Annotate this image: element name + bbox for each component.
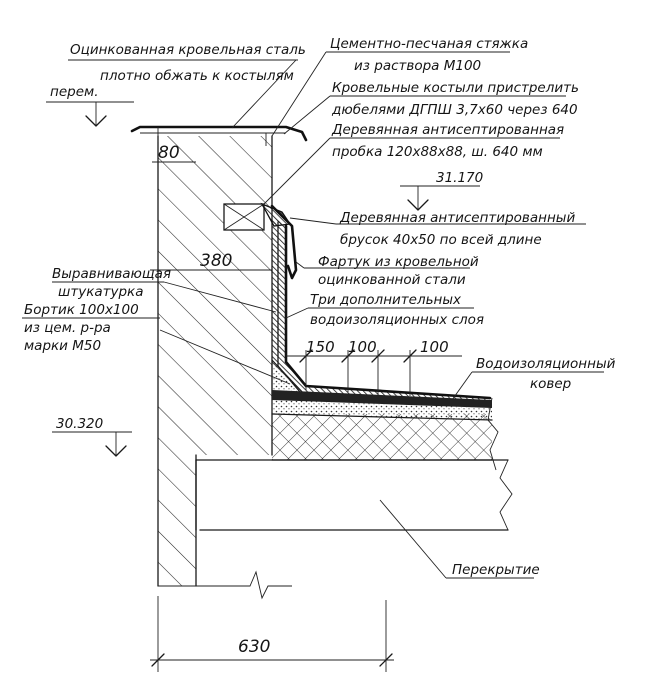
label-apron-1: Фартук из кровельной: [318, 254, 479, 270]
label-apron-2: оцинкованной стали: [318, 272, 466, 288]
label-crutches-1: Кровельные костыли пристрелить: [332, 80, 579, 96]
apron-flashing: [270, 204, 298, 280]
label-crutches-2: дюбелями ДГПШ 3,7х60 через 640: [331, 102, 578, 118]
label-bar-1: Деревянная антисептированный: [339, 210, 575, 226]
elevation-bottom: [52, 431, 132, 457]
label-carpet-2: ковер: [530, 376, 571, 392]
roof-layers: [271, 390, 499, 471]
label-curb-2: из цем. р-ра: [24, 320, 111, 336]
label-layers-1: Три дополнительных: [310, 292, 462, 308]
dim-630-label: 630: [238, 637, 270, 657]
leader-lines: [22, 51, 604, 579]
floor-slab: [195, 459, 513, 531]
elevation-top: [400, 185, 480, 211]
label-layers-2: водоизоляционных слоя: [310, 312, 484, 328]
label-plug-2: пробка 120х88х88, ш. 640 мм: [332, 144, 543, 160]
dimension-150-100-100: [286, 349, 462, 396]
label-bar-2: брусок 40х50 по всей длине: [340, 232, 542, 248]
label-screed-2: из раствора М100: [354, 58, 481, 74]
wooden-plug: [223, 203, 265, 231]
label-steel-2: плотно обжать к костылям: [100, 68, 294, 84]
dim-380-label: 380: [200, 251, 232, 271]
elevation-parapet: [46, 101, 134, 127]
dim-100a-label: 100: [348, 338, 377, 356]
label-plaster-1: Выравнивающая: [52, 266, 171, 282]
elevation-bottom-label: 30.320: [56, 416, 103, 432]
label-steel-1: Оцинкованная кровельная сталь: [70, 42, 306, 58]
label-plaster-2: штукатурка: [58, 284, 143, 300]
cap-flashing: [130, 125, 308, 146]
label-carpet-1: Водоизоляционный: [476, 356, 616, 372]
label-curb-1: Бортик 100х100: [24, 302, 139, 318]
label-screed-1: Цементно-песчаная стяжка: [330, 36, 528, 52]
dim-150-label: 150: [306, 338, 335, 356]
label-slab: Перекрытие: [452, 562, 540, 578]
label-plug-1: Деревянная антисептированная: [331, 122, 564, 138]
dim-80-label: 80: [158, 143, 180, 163]
dim-100b-label: 100: [420, 338, 449, 356]
parapet-note: перем.: [50, 84, 98, 100]
label-curb-3: марки М50: [24, 338, 101, 354]
dimension-630: [150, 596, 394, 672]
elevation-top-label: 31.170: [436, 170, 483, 186]
